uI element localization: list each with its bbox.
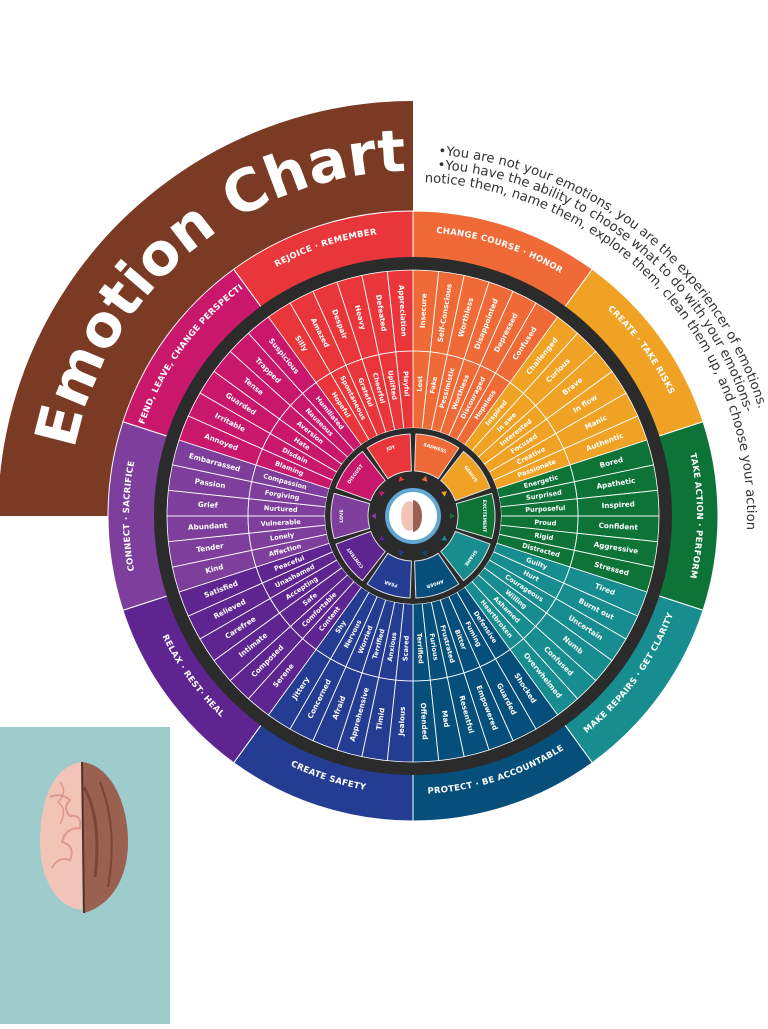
core-petal xyxy=(414,552,460,599)
core-emotion-label: FEAR xyxy=(383,578,398,588)
emotion-word: Appreciation xyxy=(397,285,409,337)
core-petal xyxy=(335,450,386,502)
emotion-word: Mad xyxy=(440,710,452,728)
core-petal xyxy=(335,530,386,582)
emotion-word: Fake xyxy=(428,375,439,394)
triangle-icon xyxy=(379,535,385,541)
emotion-word: Timid xyxy=(374,707,386,731)
core-petal xyxy=(414,433,460,480)
emotion-word: Lost xyxy=(416,376,425,392)
core-petal xyxy=(455,492,496,540)
core-petal xyxy=(440,450,491,502)
emotion-word: Nurtured xyxy=(264,504,298,514)
core-petal xyxy=(366,552,412,599)
emotion-word: Purposeful xyxy=(525,504,566,514)
emotion-word: Lonely xyxy=(269,531,295,543)
triangle-icon xyxy=(441,491,447,497)
emotion-word: Insecure xyxy=(418,293,429,328)
triangle-icon xyxy=(379,491,385,497)
triangle-icon xyxy=(398,476,405,482)
core-emotion-label: JOY xyxy=(385,444,397,453)
core-petal xyxy=(366,433,412,480)
triangle-icon xyxy=(371,513,376,519)
brain-panel xyxy=(0,727,170,1024)
emotion-word: Vulnerable xyxy=(260,518,301,528)
emotion-word: Inspired xyxy=(601,499,635,510)
emotion-word: Jealous xyxy=(396,706,407,737)
brain-icon xyxy=(413,500,422,532)
emotion-word: Offended xyxy=(419,702,430,740)
core-petal xyxy=(440,530,491,582)
emotion-word: Proud xyxy=(534,518,557,527)
emotion-word: Abundant xyxy=(188,521,228,532)
core-flower: SADNESSGENIUSEXCITEMENTSHAMEANGERFEARCON… xyxy=(325,428,501,604)
brain-icon xyxy=(40,761,128,914)
emotion-word: Playful xyxy=(401,371,410,397)
triangle-icon xyxy=(421,476,428,482)
dark-ring xyxy=(154,257,672,775)
emotion-word: Grief xyxy=(198,500,219,510)
triangle-icon xyxy=(421,550,428,556)
triangle-icon xyxy=(398,550,405,556)
core-emotion-label: EXCITEMENT xyxy=(481,500,487,533)
core-emotion-label: LOVE xyxy=(339,509,345,522)
emotion-word: Rigid xyxy=(534,531,554,542)
emotion-word: Scared xyxy=(401,635,410,661)
action-label: CONNECT · SACRIFICE xyxy=(122,460,137,572)
core-emotion-label: ANGER xyxy=(425,578,444,589)
core-petal xyxy=(330,492,371,540)
emotion-word: Tender xyxy=(196,541,225,554)
emotion-word: Terrified xyxy=(415,633,425,665)
triangle-icon xyxy=(450,513,455,519)
triangle-icon xyxy=(441,535,447,541)
emotion-word: Confident xyxy=(598,521,638,532)
